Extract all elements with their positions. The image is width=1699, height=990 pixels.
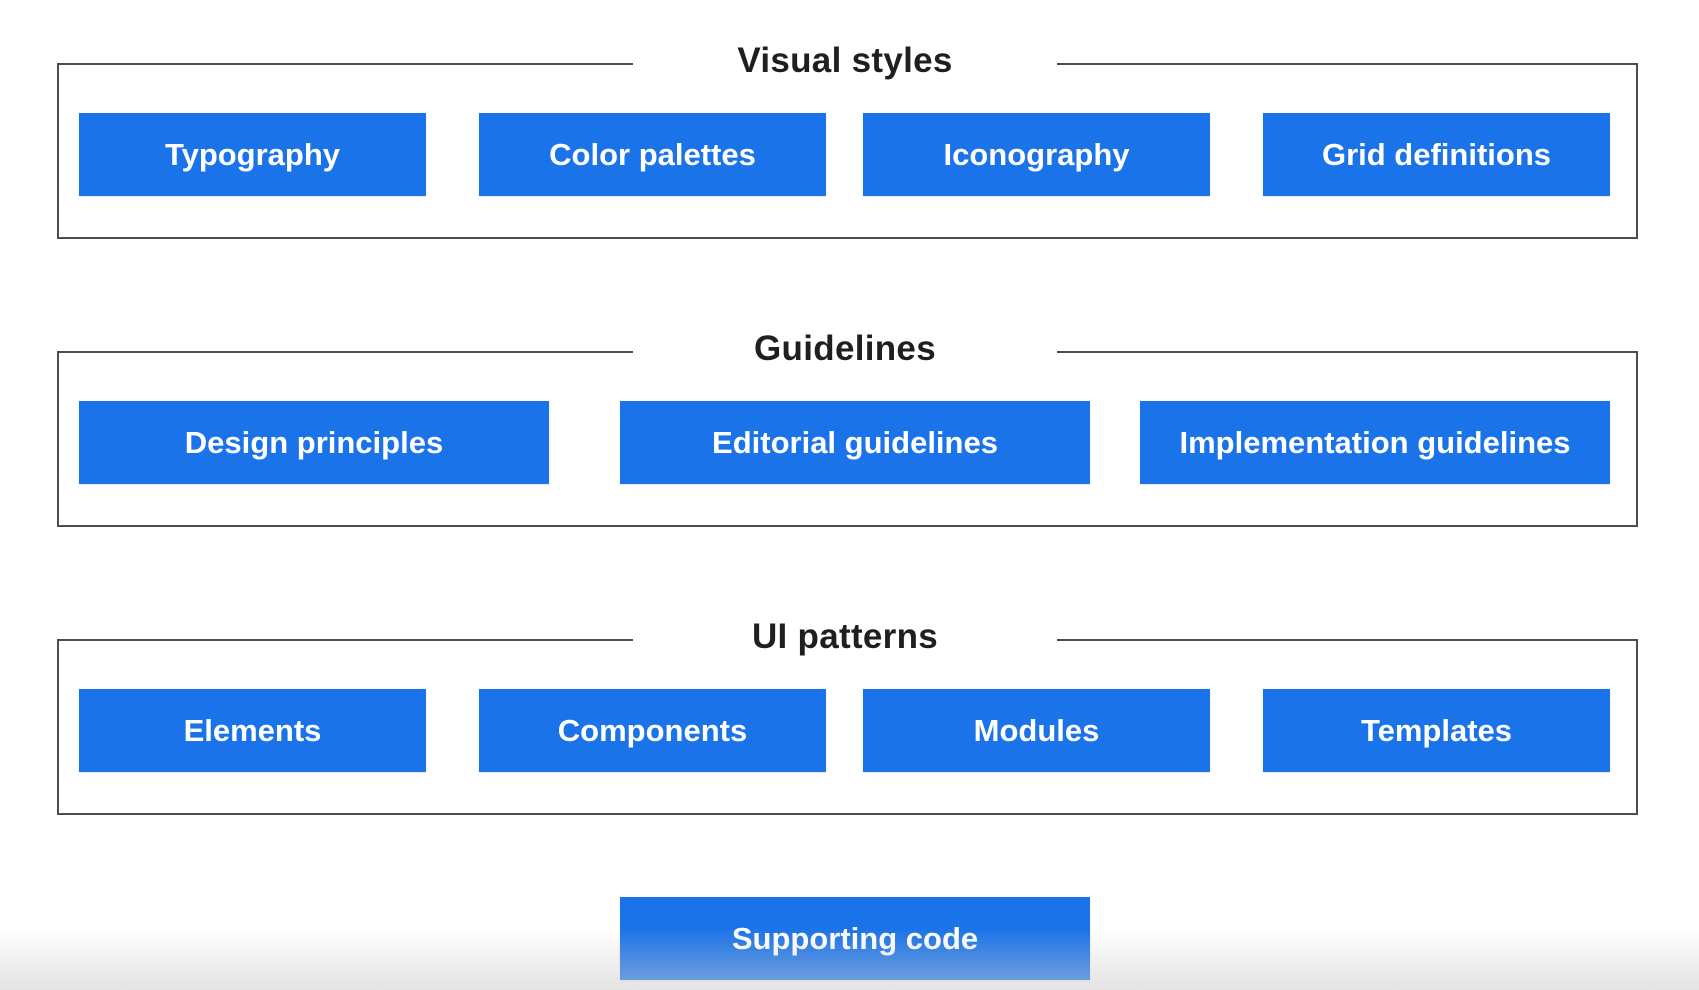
box-typography: Typography xyxy=(79,113,426,196)
box-components: Components xyxy=(479,689,826,772)
box-design-principles: Design principles xyxy=(79,401,549,484)
box-grid-definitions: Grid definitions xyxy=(1263,113,1610,196)
box-iconography: Iconography xyxy=(863,113,1210,196)
group-title-guidelines: Guidelines xyxy=(633,319,1057,379)
group-title-visual-styles: Visual styles xyxy=(633,31,1057,91)
box-templates: Templates xyxy=(1263,689,1610,772)
group-title-ui-patterns: UI patterns xyxy=(633,607,1057,667)
box-editorial-guidelines: Editorial guidelines xyxy=(620,401,1090,484)
box-modules: Modules xyxy=(863,689,1210,772)
box-color-palettes: Color palettes xyxy=(479,113,826,196)
box-implementation-guidelines: Implementation guidelines xyxy=(1140,401,1610,484)
box-elements: Elements xyxy=(79,689,426,772)
box-supporting-code: Supporting code xyxy=(620,897,1090,980)
